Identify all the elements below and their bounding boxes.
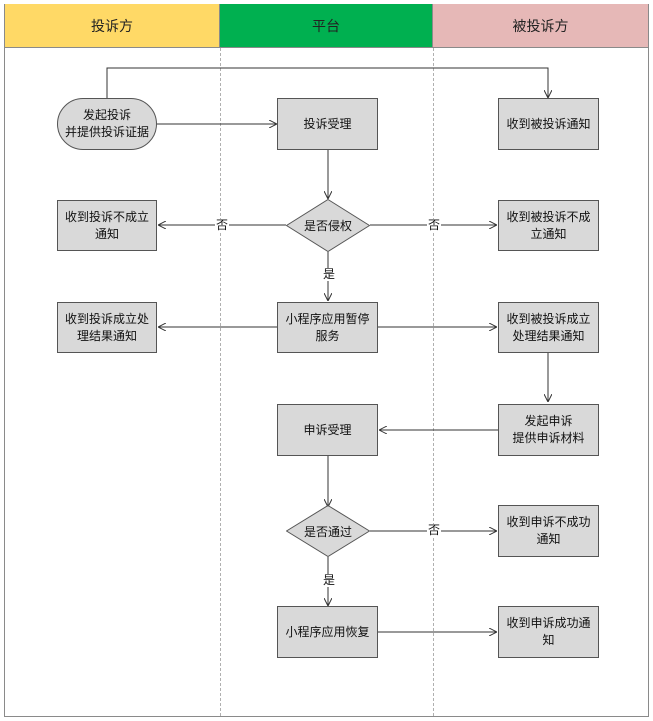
node-start-complaint: 发起投诉 并提供投诉证据 <box>57 98 157 150</box>
node-complaint-not-upheld: 收到投诉不成立 通知 <box>57 200 157 251</box>
edge-label-no-pass: 否 <box>427 523 442 537</box>
edge-label-yes-infringe: 是 <box>322 267 337 281</box>
decision-infringement-label: 是否侵权 <box>303 219 352 233</box>
node-suspend-service: 小程序应用暂停 服务 <box>277 302 378 353</box>
node-restore-app: 小程序应用恢复 <box>277 606 378 658</box>
lane-divider-1 <box>220 48 221 716</box>
node-appeal-success-notice: 收到申诉成功通 知 <box>498 606 599 658</box>
decision-pass: 是否通过 <box>286 505 370 557</box>
decision-infringement: 是否侵权 <box>286 199 370 252</box>
node-appeal-submit: 发起申诉 提供申诉材料 <box>498 404 599 456</box>
node-notify-respondent: 收到被投诉通知 <box>498 98 599 150</box>
node-accept-complaint: 投诉受理 <box>277 98 378 150</box>
node-respondent-upheld-result: 收到被投诉成立 处理结果通知 <box>498 302 599 353</box>
node-appeal-accept: 申诉受理 <box>277 404 378 456</box>
lane-header-complainant: 投诉方 <box>4 4 220 48</box>
lane-divider-2 <box>433 48 434 716</box>
node-complaint-upheld-result: 收到投诉成立处 理结果通知 <box>57 302 157 353</box>
node-respondent-not-upheld: 收到被投诉不成 立通知 <box>498 200 599 251</box>
edge-label-no-left: 否 <box>215 218 230 232</box>
lane-header-platform: 平台 <box>219 4 433 48</box>
lane-header-respondent: 被投诉方 <box>432 4 649 48</box>
decision-pass-label: 是否通过 <box>303 524 352 539</box>
edge-label-no-right: 否 <box>427 218 442 232</box>
node-appeal-fail-notice: 收到申诉不成功 通知 <box>498 505 599 557</box>
edge-label-yes-pass: 是 <box>322 573 337 587</box>
edge-start-to-notify <box>106 67 548 98</box>
